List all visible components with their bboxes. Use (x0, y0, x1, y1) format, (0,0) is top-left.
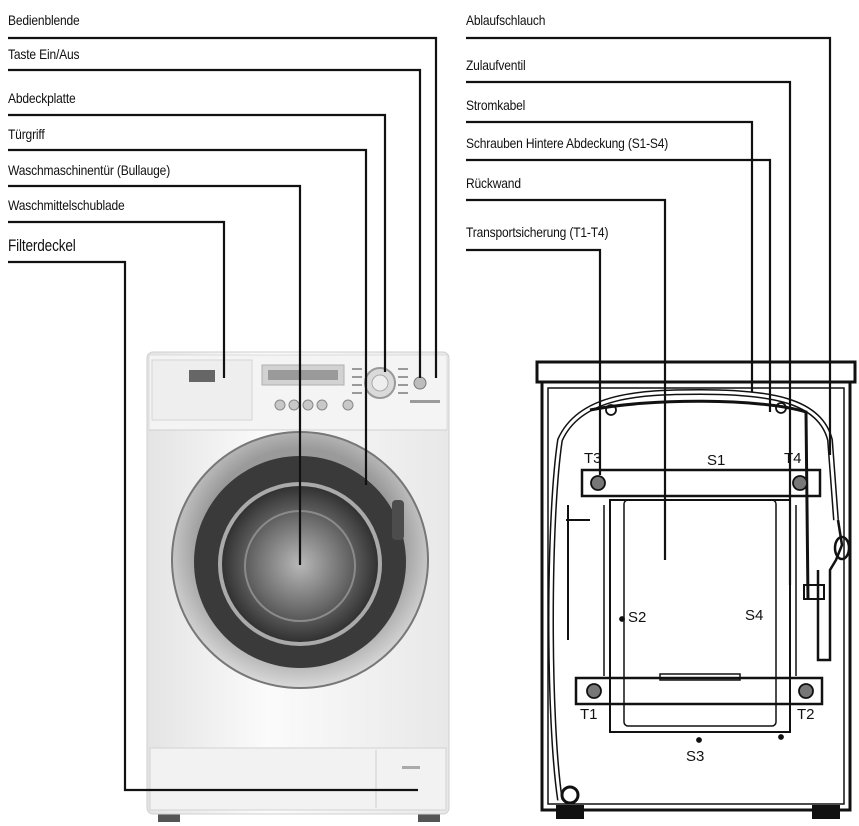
detergent-drawer (151, 359, 253, 421)
marker-s4: S4 (745, 607, 764, 624)
filter-cover (149, 747, 447, 811)
label-door: Waschmaschinentür (Bullauge) (8, 162, 171, 178)
label-control-panel: Bedienblende (8, 12, 80, 28)
marker-t4: T4 (784, 450, 802, 467)
label-transport-bolts: Transportsicherung (T1-T4) (466, 224, 609, 240)
marker-s2: S2 (628, 609, 647, 626)
label-cover-plate: Abdeckplatte (8, 90, 76, 106)
marker-t1: T1 (580, 706, 598, 723)
label-drain-hose: Ablaufschlauch (466, 12, 546, 28)
power-button (413, 376, 427, 390)
label-rear-cover-screws: Schrauben Hintere Abdeckung (S1-S4) (466, 135, 669, 151)
lower-transport-bar (574, 676, 824, 706)
label-door-handle: Türgriff (8, 126, 45, 142)
program-buttons (274, 399, 354, 411)
upper-transport-bar (580, 468, 822, 498)
label-power-button: Taste Ein/Aus (8, 46, 80, 62)
label-rear-wall: Rückwand (466, 175, 521, 191)
right-leader-lines (466, 36, 832, 585)
marker-t2: T2 (797, 706, 815, 723)
left-leader-lines (8, 36, 438, 792)
front-foot-left (158, 812, 180, 822)
marker-s1: S1 (707, 452, 726, 469)
label-power-cable: Stromkabel (466, 97, 526, 113)
rear-top-plate (535, 360, 857, 384)
label-inlet-valve: Zulaufventil (466, 57, 526, 73)
label-filter-cover: Filterdeckel (8, 236, 76, 255)
rear-machine (535, 360, 857, 819)
marker-s3: S3 (686, 748, 705, 765)
label-detergent-drawer: Waschmittelschublade (8, 197, 125, 213)
marker-t3: T3 (584, 450, 602, 467)
front-foot-right (418, 812, 440, 822)
door-handle (392, 500, 404, 540)
front-machine (146, 351, 450, 822)
rear-body (540, 380, 852, 812)
